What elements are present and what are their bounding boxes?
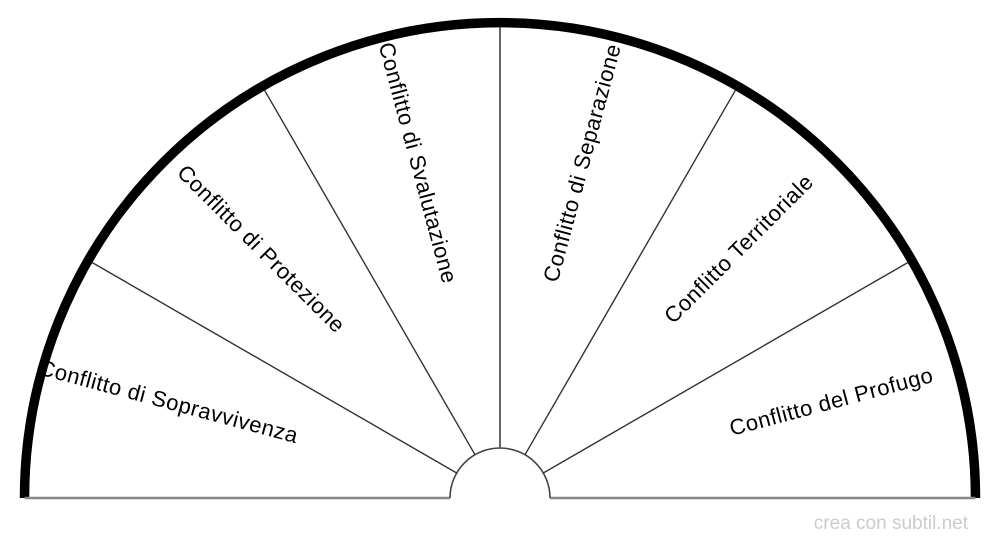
sector-label-separazione: Conflitto di Separazione <box>538 41 626 285</box>
dial-outer-arc <box>19 17 981 499</box>
sector-divider-line-30 <box>542 261 909 474</box>
sector-divider-line-60 <box>524 89 737 456</box>
sector-divider-line-120 <box>263 89 476 456</box>
sector-label-svalutazione: Conflitto di Svalutazione <box>374 40 462 287</box>
sector-label-profugo: Conflitto del Profugo <box>727 362 936 440</box>
center-notch <box>449 447 551 499</box>
sector-divider-line-150 <box>91 261 458 474</box>
sector-label-territoriale: Conflitto Territoriale <box>659 169 818 328</box>
sector-label-protezione: Conflitto di Protezione <box>172 160 350 338</box>
sector-label-sopravvivenza: Conflitto di Sopravvivenza <box>36 355 301 448</box>
watermark-text: crea con subtil.net <box>814 513 969 534</box>
